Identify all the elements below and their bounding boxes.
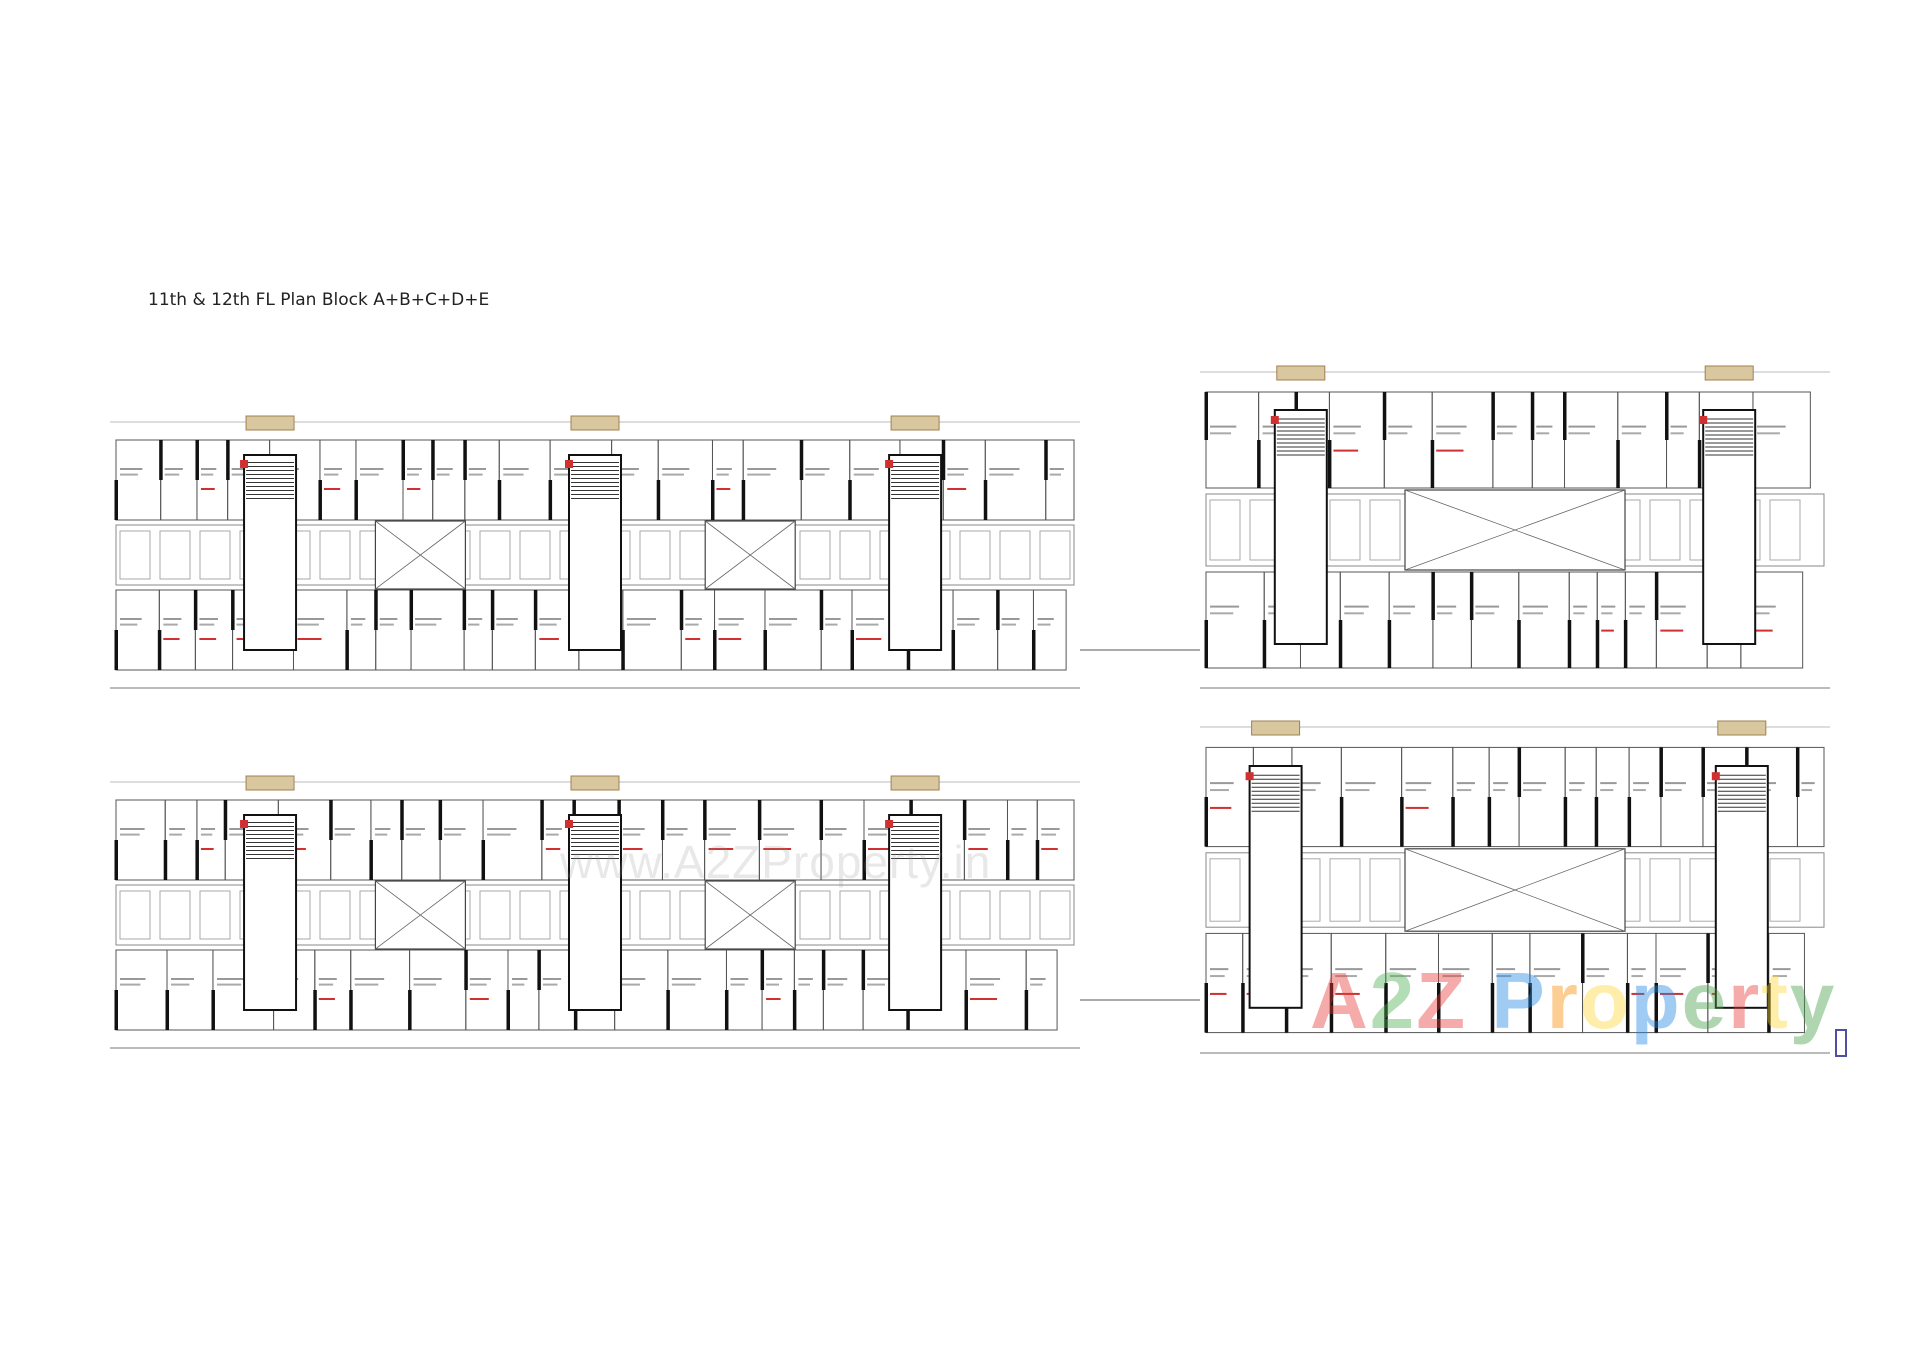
stamp-icon [1835,1029,1847,1057]
block-plan-top-right [1200,365,1830,689]
brand-letter: o [1579,956,1631,1045]
brand-watermark: A2Z Property [1310,955,1836,1047]
block-plan-bottom-right [1200,720,1830,1054]
block-plan-bottom-left [110,775,1080,1049]
brand-letter: p [1630,956,1682,1045]
brand-letter: y [1789,956,1837,1045]
block-plan-top-left [110,415,1080,689]
drawing-title: 11th & 12th FL Plan Block A+B+C+D+E [148,290,490,310]
brand-letter [1467,956,1491,1045]
brand-letter: P [1491,956,1547,1045]
brand-letter: A [1310,956,1370,1045]
brand-letter: e [1681,956,1729,1045]
brand-letter: r [1546,956,1580,1045]
brand-letter: r [1728,956,1762,1045]
brand-letter: Z [1416,956,1468,1045]
brand-letter: t [1761,956,1790,1045]
brand-letter: 2 [1369,956,1417,1045]
site-watermark: www.A2ZProperty.in [560,836,992,888]
